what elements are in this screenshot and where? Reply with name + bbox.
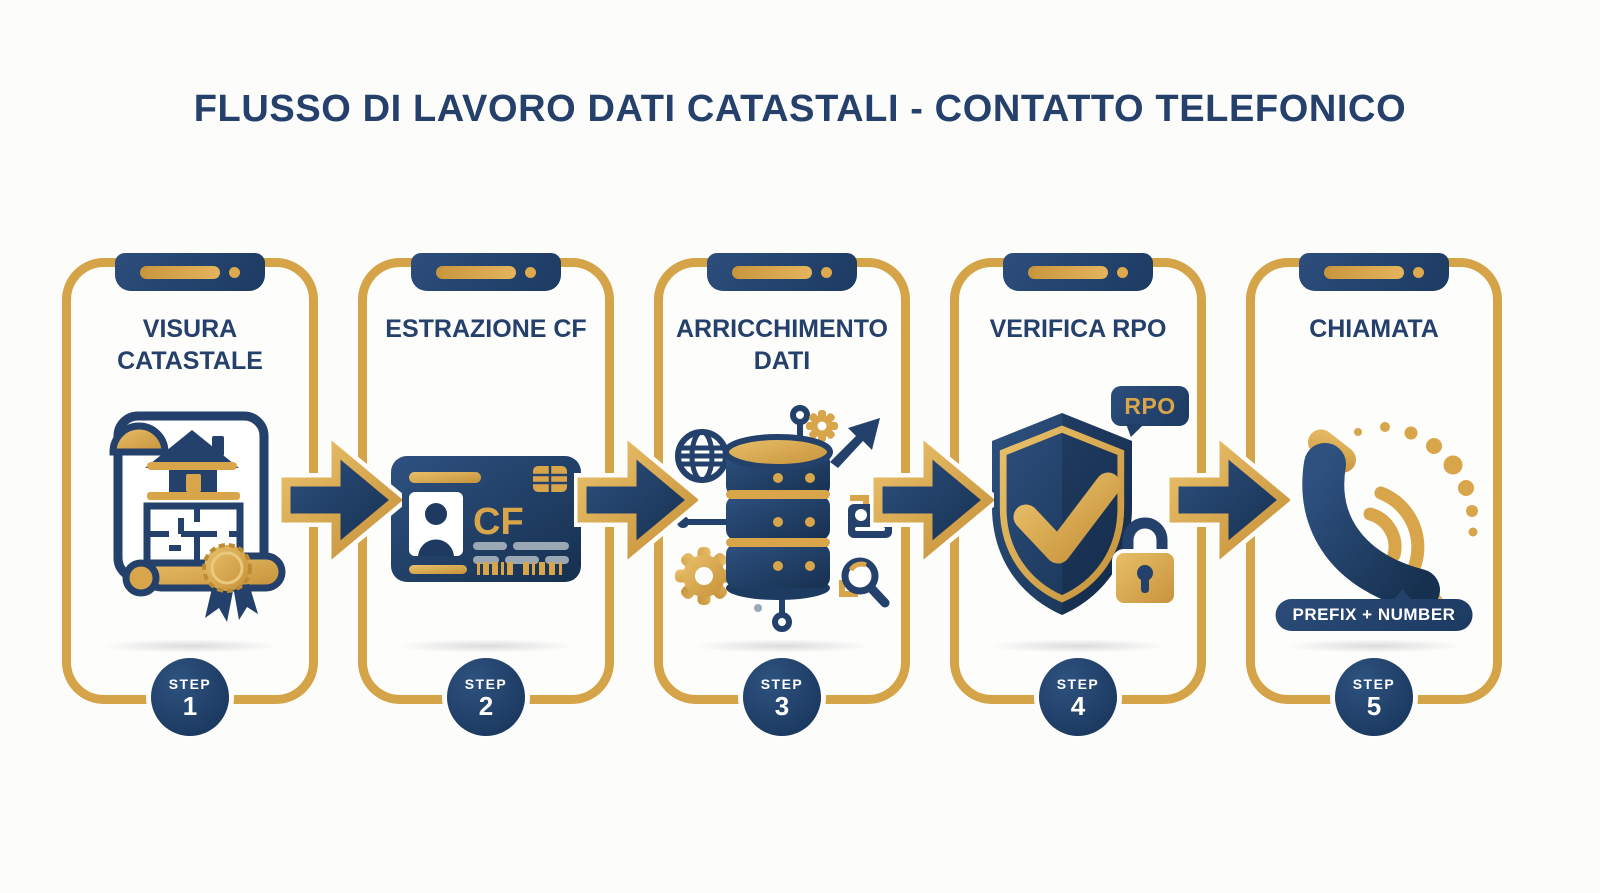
phone-notch <box>1299 253 1449 291</box>
speaker-pill-icon <box>732 265 812 279</box>
card-title: VISURA CATASTALE <box>117 315 263 375</box>
step-badge: STEP 2 <box>447 658 525 736</box>
database-icon <box>723 434 833 600</box>
card-title: CHIAMATA <box>1309 315 1439 343</box>
step-word: STEP <box>168 675 212 692</box>
icon-shadow <box>692 639 872 653</box>
step-badge: STEP 5 <box>1335 658 1413 736</box>
speaker-pill-icon <box>140 265 220 279</box>
camera-dot-icon <box>1413 266 1424 278</box>
step-card-visura-catastale: VISURA CATASTALE <box>62 253 318 736</box>
speaker-pill-icon <box>436 265 516 279</box>
icon-shadow <box>988 639 1168 653</box>
flow-arrow-4 <box>1166 436 1290 564</box>
step-badge: STEP 1 <box>151 658 229 736</box>
prefix-number-badge: PREFIX + NUMBER <box>1275 589 1473 631</box>
card-title: ARRICCHIMENTO DATI <box>675 315 889 375</box>
rpo-badge: RPO <box>1111 386 1189 426</box>
shield-check-icon <box>992 413 1178 615</box>
step-word: STEP <box>760 675 804 692</box>
step-number: 4 <box>1070 690 1086 721</box>
icon-area <box>71 393 309 645</box>
flow-arrow-1 <box>278 436 402 564</box>
dots-arc-icon <box>1354 422 1478 537</box>
step-number: 5 <box>1366 690 1382 721</box>
camera-dot-icon <box>525 266 536 278</box>
icon-shadow <box>100 639 280 653</box>
page-title: FLUSSO DI LAVORO DATI CATASTALI - CONTAT… <box>193 88 1407 130</box>
speaker-pill-icon <box>1028 265 1108 279</box>
step-word: STEP <box>1056 675 1100 692</box>
gear-icon <box>806 410 838 442</box>
phone-notch <box>411 253 561 291</box>
gear-icon-large <box>675 547 733 605</box>
camera-dot-icon <box>229 266 240 278</box>
card-title: VERIFICA RPO <box>989 315 1167 343</box>
phone-notch <box>707 253 857 291</box>
step-badge: STEP 3 <box>743 658 821 736</box>
step-number: 2 <box>478 690 494 721</box>
signal-waves-icon <box>1363 486 1425 572</box>
icon-shadow <box>396 639 576 653</box>
cf-label: CF <box>473 501 524 543</box>
step-badge: STEP 4 <box>1039 658 1117 736</box>
camera-dot-icon <box>1117 266 1128 278</box>
step-word: STEP <box>464 675 508 692</box>
speaker-pill-icon <box>1324 265 1404 279</box>
id-card-icon: CF <box>391 456 581 582</box>
phone-notch <box>115 253 265 291</box>
growth-arrow-icon <box>830 418 880 468</box>
step-word: STEP <box>1352 675 1396 692</box>
icon-area <box>663 393 901 645</box>
flow-arrow-3 <box>870 436 994 564</box>
step-number: 3 <box>774 690 790 721</box>
flow-arrow-2 <box>574 436 698 564</box>
icon-area: CF <box>367 393 605 645</box>
padlock-icon <box>1112 517 1178 607</box>
magnifier-icon <box>841 557 890 608</box>
phone-notch <box>1003 253 1153 291</box>
step-card-verifica-rpo: VERIFICA RPO RPO STEP 4 <box>950 253 1206 736</box>
camera-dot-icon <box>821 266 832 278</box>
cadastral-document-icon <box>109 411 286 622</box>
icon-shadow <box>1284 639 1464 653</box>
card-title: ESTRAZIONE CF <box>385 315 587 343</box>
step-card-arricchimento-dati: ARRICCHIMENTO DATI <box>654 253 910 736</box>
step-number: 1 <box>182 690 198 721</box>
icon-area <box>959 393 1197 645</box>
database-enrichment-icon <box>675 405 892 632</box>
